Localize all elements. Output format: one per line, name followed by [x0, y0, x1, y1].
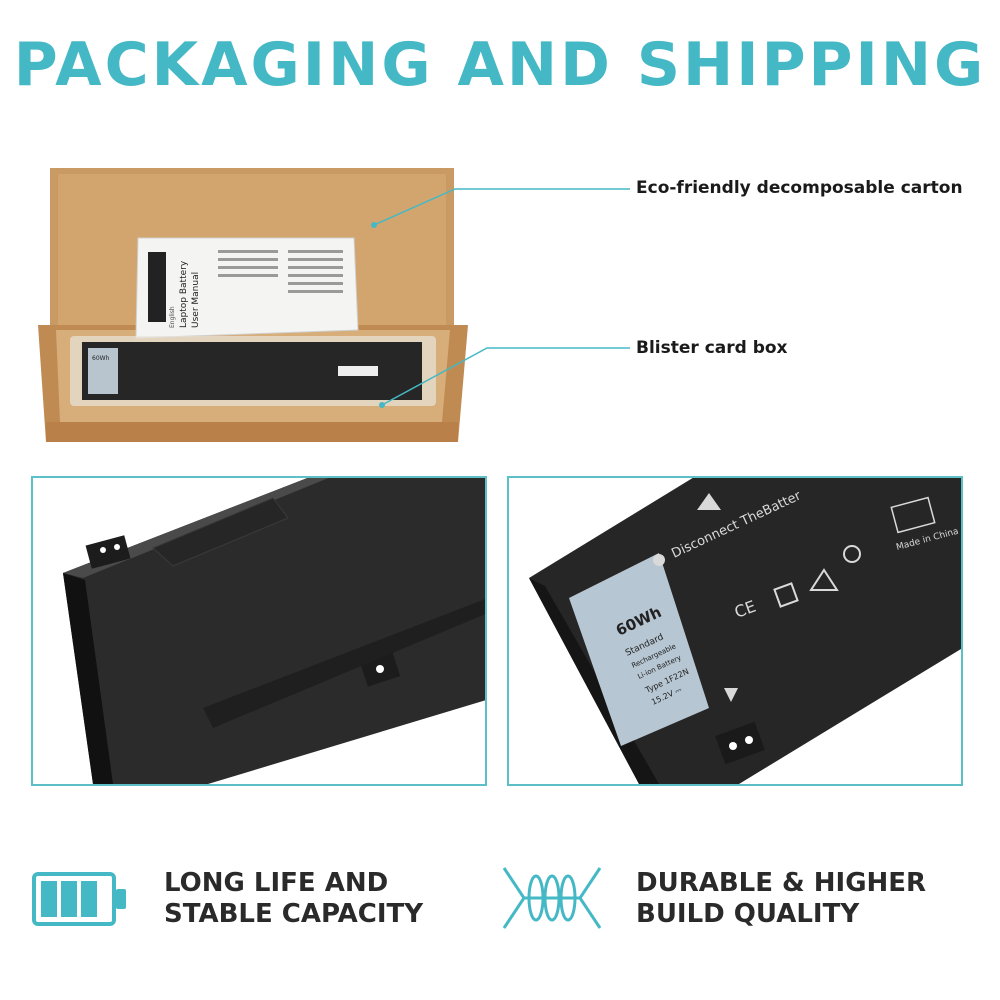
callout-carton: Eco-friendly decomposable carton — [636, 178, 963, 198]
manual-lang: English — [169, 306, 176, 328]
feature-long-life: LONG LIFE AND STABLE CAPACITY — [164, 868, 424, 929]
carton-photo: Laptop Battery User Manual English 60Wh — [38, 160, 468, 450]
user-manual: Laptop Battery User Manual English — [135, 237, 359, 339]
svg-text:60Wh: 60Wh — [92, 355, 110, 362]
battery-label-panel: 60Wh Standard Rechargeable Li-ion Batter… — [507, 476, 963, 786]
battery-edge-panel — [31, 476, 487, 786]
manual-title-1: Laptop Battery — [179, 260, 189, 328]
callout-lines — [371, 188, 630, 408]
battery-icon — [32, 872, 126, 926]
feature-durable: DURABLE & HIGHER BUILD QUALITY — [636, 868, 927, 929]
manual-title-2: User Manual — [191, 272, 201, 328]
battery-in-box: 60Wh — [82, 342, 422, 400]
callout-blister: Blister card box — [636, 338, 788, 358]
durable-coil-icon — [502, 867, 602, 929]
page-title: PACKAGING AND SHIPPING — [13, 30, 987, 100]
